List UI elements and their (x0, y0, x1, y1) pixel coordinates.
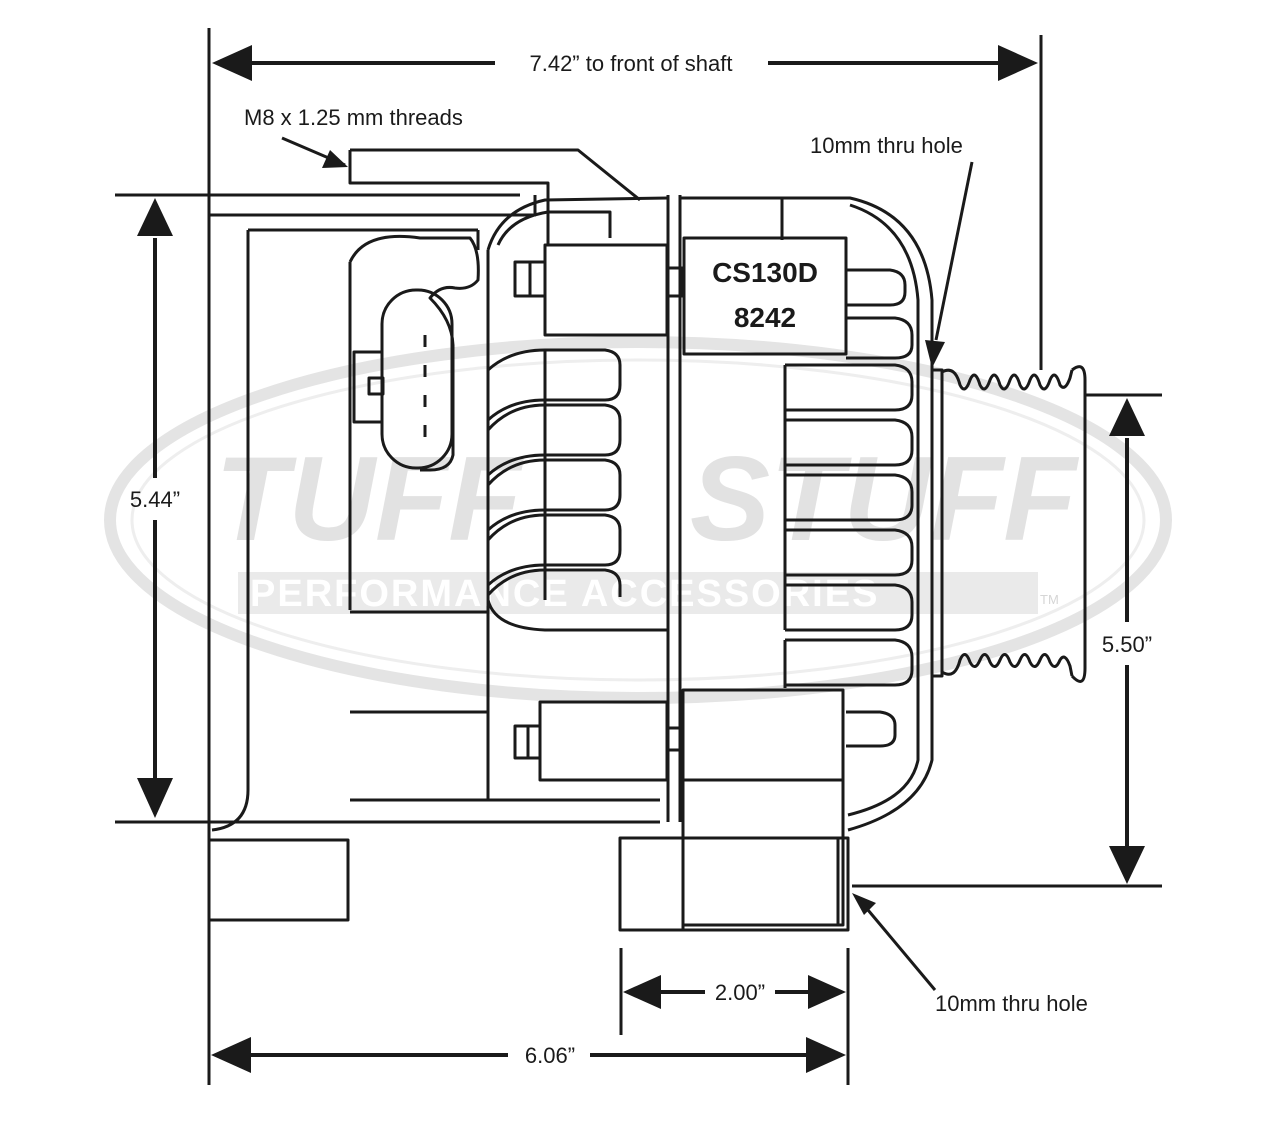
model-part-number: 8242 (734, 302, 796, 333)
pulley (940, 365, 1087, 683)
lower-ear (538, 700, 669, 782)
dimension-label-base-length: 6.06” (525, 1043, 575, 1068)
rear-cooling-slots (486, 348, 622, 600)
thread-tab (348, 148, 641, 245)
watermark-logo: TUFF STUFF PERFORMANCE ACCESSORIES TM (104, 336, 1172, 704)
dimension-label-height: 5.44” (130, 487, 180, 512)
upper-ear (543, 243, 669, 337)
connector-housing (348, 234, 480, 610)
dimension-label-foot-width: 2.00” (715, 980, 765, 1005)
front-housing (680, 196, 934, 832)
dimension-label-overall: 7.42” to front of shaft (529, 51, 732, 76)
model-number: CS130D (712, 257, 818, 288)
callout-threads-label: M8 x 1.25 mm threads (244, 105, 463, 130)
rear-housing (486, 196, 669, 632)
callout-hole-top: 10mm thru hole (810, 133, 974, 368)
dimension-height-left: 5.44” (130, 198, 180, 818)
mount-foot (618, 836, 850, 932)
model-plate (682, 236, 848, 356)
lower-mount-block (681, 688, 845, 927)
dimension-foot-width: 2.00” (623, 975, 846, 1009)
dimension-base-length: 6.06” (211, 1037, 846, 1073)
callout-hole-bottom: 10mm thru hole (852, 893, 1088, 1016)
extension-lines (115, 28, 1162, 1085)
callout-hole-top-label: 10mm thru hole (810, 133, 963, 158)
watermark-tagline: PERFORMANCE ACCESSORIES (250, 573, 879, 615)
callout-threads: M8 x 1.25 mm threads (244, 105, 463, 168)
dimension-mount-span: 5.50” (1102, 398, 1152, 884)
alternator-body (209, 148, 1087, 932)
callout-hole-bottom-label: 10mm thru hole (935, 991, 1088, 1016)
dimension-overall-length: 7.42” to front of shaft (212, 45, 1038, 81)
dimension-label-mount-span: 5.50” (1102, 632, 1152, 657)
watermark-brand-right: STUFF (690, 432, 1079, 566)
watermark-trademark: TM (1040, 592, 1059, 607)
front-cooling-slots (783, 268, 914, 748)
watermark-brand-left: TUFF (215, 432, 524, 566)
